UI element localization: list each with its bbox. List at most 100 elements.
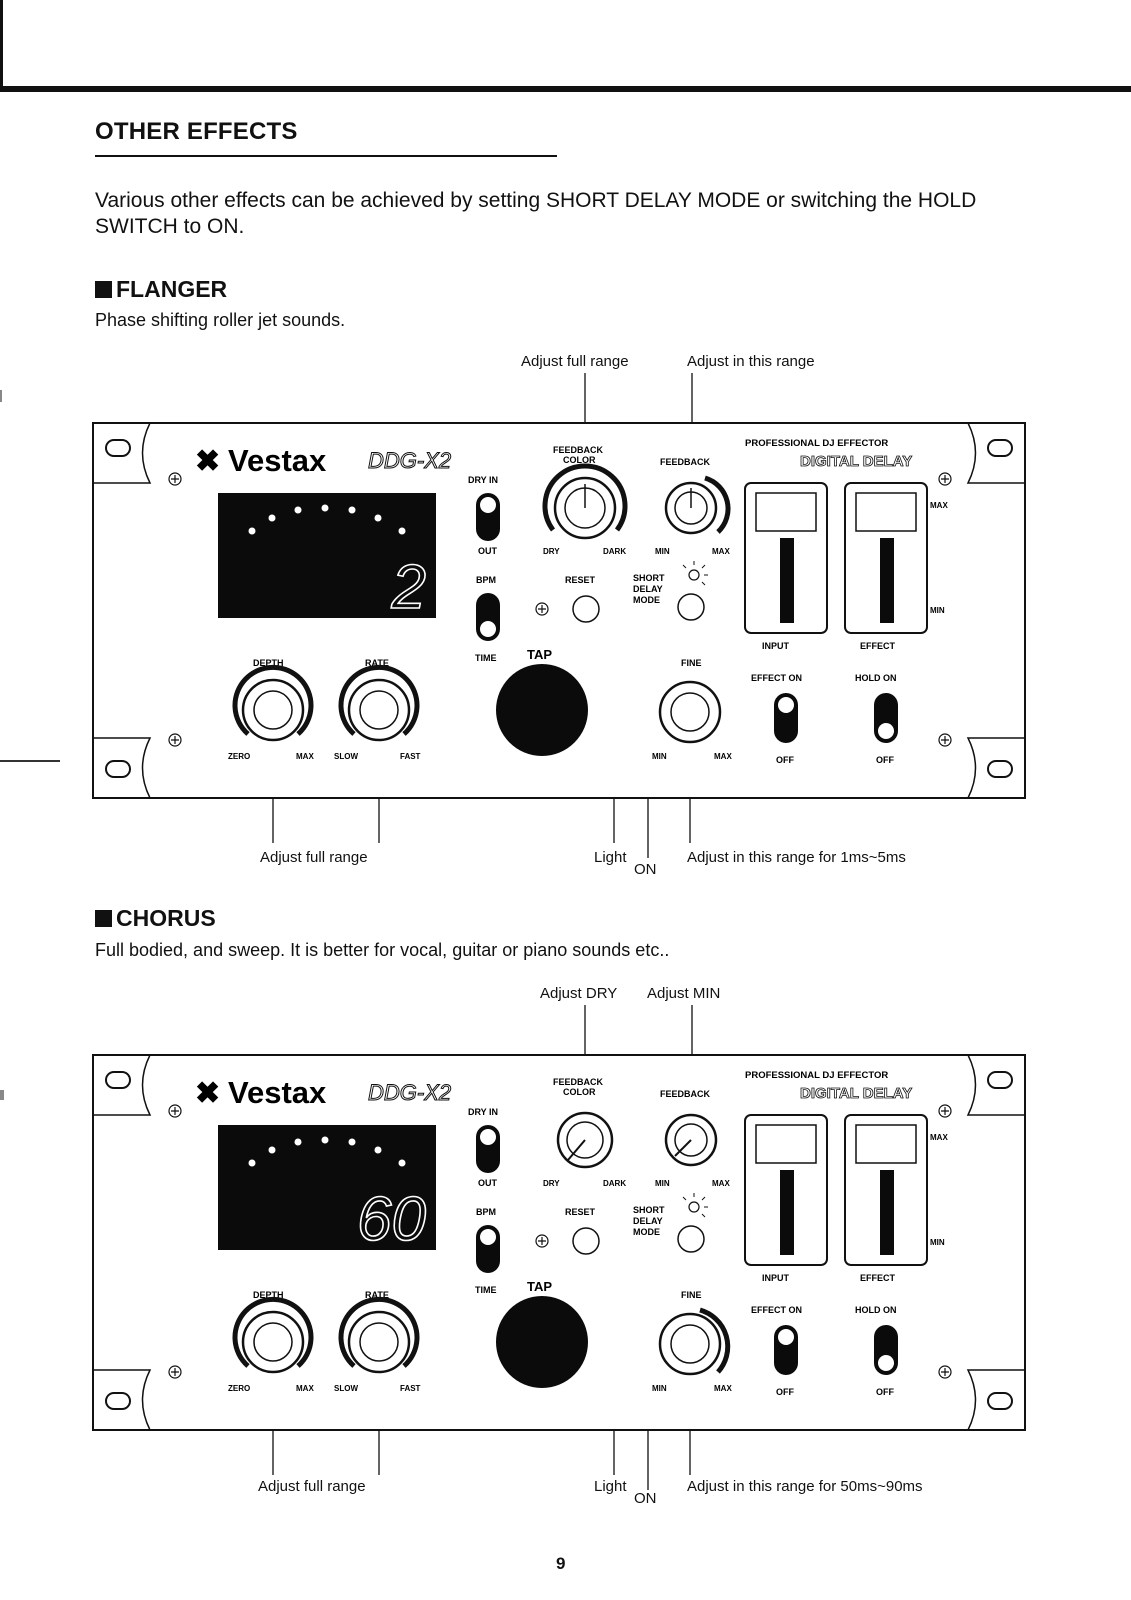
- effect-label: EFFECT: [860, 641, 896, 651]
- fader-cap: [855, 492, 917, 532]
- depth-label: DEPTH: [253, 1290, 284, 1300]
- short-delay-led-icon: [688, 569, 700, 581]
- time-label: TIME: [475, 653, 497, 663]
- short-label: SHORT: [633, 573, 665, 583]
- tap-label: TAP: [527, 647, 552, 662]
- max-label: MAX: [712, 1179, 730, 1188]
- depth-range-arc: [232, 664, 314, 736]
- rack-ear: [93, 1054, 152, 1116]
- rack-hole-icon: [987, 760, 1013, 778]
- switch-knob: [878, 723, 894, 739]
- tap-button[interactable]: [496, 1296, 588, 1388]
- rack-ear: [966, 422, 1025, 484]
- knob-pointer: [674, 1139, 692, 1157]
- delay-label: DELAY: [633, 584, 663, 594]
- depth-label: DEPTH: [253, 658, 284, 668]
- short-delay-mode-button[interactable]: [677, 593, 705, 621]
- scan-mark: [0, 760, 60, 762]
- rack-hole-icon: [105, 760, 131, 778]
- rack-hole-icon: [987, 439, 1013, 457]
- rack-hole-icon: [987, 1071, 1013, 1089]
- hold-on-label: HOLD ON: [855, 673, 897, 683]
- max-label: MAX: [714, 752, 732, 761]
- tagline: PROFESSIONAL DJ EFFECTOR: [745, 1070, 888, 1081]
- fine-range-arc: [699, 1307, 731, 1374]
- tap-label: TAP: [527, 1279, 552, 1294]
- display-digits: 60: [357, 1185, 426, 1254]
- rate-range-arc: [338, 1296, 420, 1368]
- led-display: [218, 1125, 436, 1250]
- max-label: MAX: [712, 547, 730, 556]
- section-title-underline: [95, 155, 557, 157]
- feedback-color-label: FEEDBACK: [553, 445, 604, 455]
- flanger-heading-text: FLANGER: [116, 276, 228, 302]
- off-label: OFF: [876, 1387, 894, 1397]
- knob-cap: [253, 1322, 293, 1362]
- switch-knob: [480, 1129, 496, 1145]
- chorus-description: Full bodied, and sweep. It is better for…: [95, 940, 670, 960]
- chorus-annotation-top-left: Adjust DRY: [540, 985, 618, 1002]
- reset-label: RESET: [565, 575, 596, 585]
- vestax-logo-icon: ✖: [195, 1077, 220, 1110]
- short-delay-mode-button[interactable]: [677, 1225, 705, 1253]
- zero-label: ZERO: [228, 1384, 250, 1393]
- out-label: OUT: [478, 1178, 498, 1188]
- led-rays-icon: [682, 561, 708, 586]
- tap-button[interactable]: [496, 664, 588, 756]
- rack-ear: [93, 422, 152, 484]
- max-label: MAX: [930, 1133, 948, 1142]
- feedback-color-range-arc: [542, 463, 628, 532]
- dry-label: DRY: [543, 1179, 560, 1188]
- depth-range-arc: [232, 1296, 314, 1368]
- rack-ear: [93, 1369, 152, 1431]
- flanger-annotation-top-right: Adjust in this range: [687, 353, 815, 370]
- color-label: COLOR: [563, 455, 596, 465]
- off-label: OFF: [776, 755, 794, 765]
- rate-label: RATE: [365, 658, 389, 668]
- bpm-label: BPM: [476, 575, 496, 585]
- led-display: [218, 493, 436, 618]
- fader-slot: [780, 538, 794, 623]
- model-name: DDG-X2: [368, 448, 451, 473]
- scan-mark: [0, 390, 2, 402]
- intro-paragraph: Various other effects can be achieved by…: [95, 189, 977, 238]
- color-label: COLOR: [563, 1087, 596, 1097]
- reset-button[interactable]: [572, 1227, 600, 1255]
- chorus-panel-diagram: ✖ Vestax DDG-X2 PROFESSIONAL DJ EFFECTOR…: [92, 1005, 1026, 1490]
- mode-label: MODE: [633, 595, 660, 605]
- effect-on-label: EFFECT ON: [751, 1305, 802, 1315]
- chorus-annotation-light: Light: [594, 1478, 627, 1495]
- reset-button[interactable]: [572, 595, 600, 623]
- short-label: SHORT: [633, 1205, 665, 1215]
- switch-knob: [778, 697, 794, 713]
- tagline: PROFESSIONAL DJ EFFECTOR: [745, 438, 888, 449]
- brand-name: Vestax: [228, 443, 327, 478]
- rack-hole-icon: [105, 1071, 131, 1089]
- hold-on-label: HOLD ON: [855, 1305, 897, 1315]
- fader-cap: [755, 1124, 817, 1164]
- switch-knob: [480, 1229, 496, 1245]
- zero-label: ZERO: [228, 752, 250, 761]
- flanger-panel-diagram: ✖ Vestax DDG-X2 PROFESSIONAL DJ EFFECTOR…: [92, 373, 1026, 858]
- fader-slot: [880, 1170, 894, 1255]
- flanger-annotation-bottom-left: Adjust full range: [260, 849, 368, 866]
- flanger-annotation-on: ON: [634, 861, 657, 878]
- feedback-color-label: FEEDBACK: [553, 1077, 604, 1087]
- min-label: MIN: [655, 547, 670, 556]
- knob-cap: [359, 1322, 399, 1362]
- switch-knob: [480, 621, 496, 637]
- bpm-label: BPM: [476, 1207, 496, 1217]
- min-label: MIN: [930, 1238, 945, 1247]
- product-name: DIGITAL DELAY: [800, 1085, 912, 1102]
- chorus-annotation-on: ON: [634, 1490, 657, 1507]
- square-bullet-icon: [95, 281, 112, 298]
- rack-hole-icon: [105, 1392, 131, 1410]
- page-number: 9: [556, 1554, 566, 1573]
- max-label: MAX: [714, 1384, 732, 1393]
- dry-in-label: DRY IN: [468, 1107, 498, 1117]
- chorus-annotation-bottom-left: Adjust full range: [258, 1478, 366, 1495]
- knob-cap: [253, 690, 293, 730]
- rack-hole-icon: [987, 1392, 1013, 1410]
- fader-cap: [855, 1124, 917, 1164]
- time-label: TIME: [475, 1285, 497, 1295]
